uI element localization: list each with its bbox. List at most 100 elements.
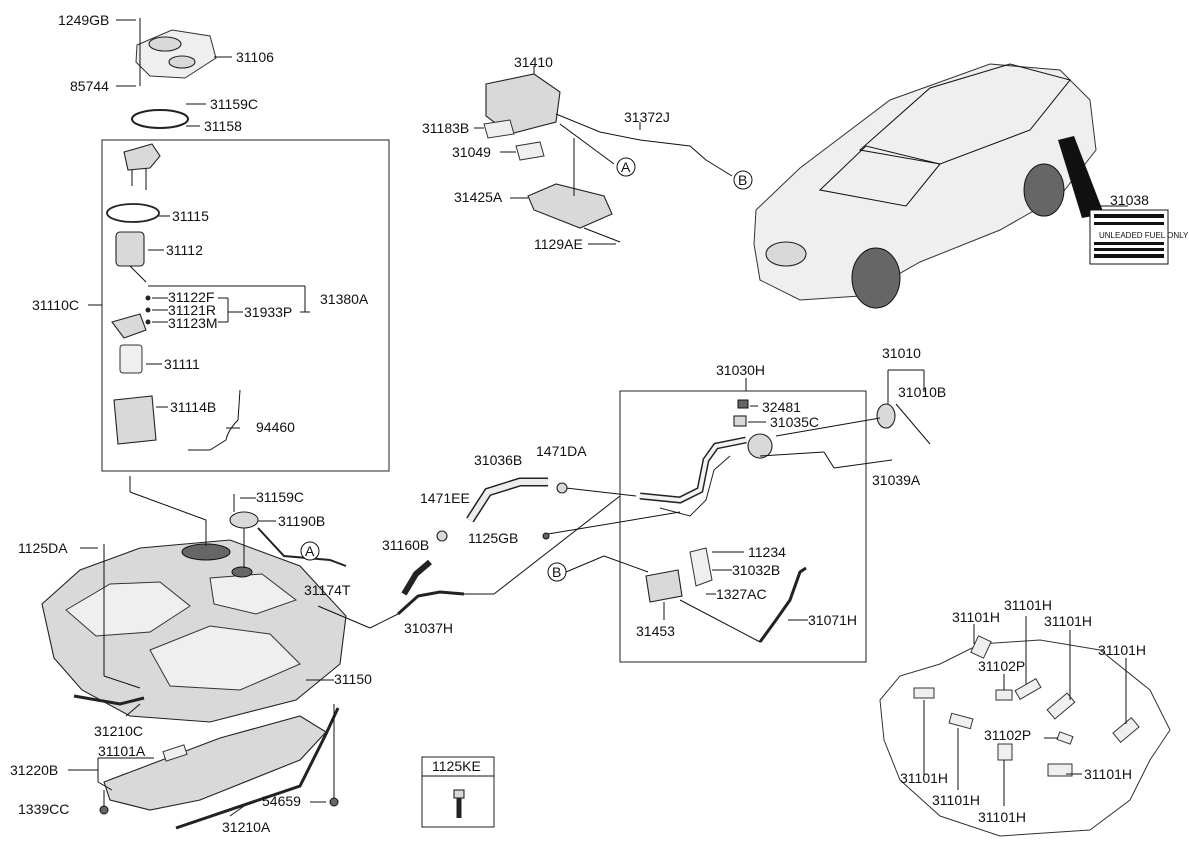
label-31425A: 31425A [454, 189, 503, 205]
reservoir-31114B [113, 395, 157, 445]
label-31101H-4: 31101H [1098, 642, 1146, 658]
label-1339CC: 1339CC [18, 801, 69, 817]
label-1471EE: 1471EE [420, 490, 470, 506]
label-31114B: 31114B [170, 399, 216, 415]
filler-pipe [639, 436, 747, 504]
cap-31190B [229, 511, 259, 529]
label-31032B: 31032B [732, 562, 780, 578]
label-31110C: 31110C [32, 297, 79, 313]
label-1125GB: 1125GB [468, 530, 518, 546]
label-31101H-3: 31101H [1044, 613, 1092, 629]
pump-cover-hole-b [168, 55, 196, 69]
label-31101H-6: 31101H [1084, 766, 1132, 782]
hose-31037H [396, 590, 465, 616]
label-31071H: 31071H [808, 612, 857, 628]
gasket-31158 [131, 109, 189, 129]
label-31035C: 31035C [770, 414, 819, 430]
label-31038: 31038 [1110, 192, 1149, 208]
label-1249GB: 1249GB [58, 12, 109, 28]
regulator [111, 313, 147, 339]
tank-pump-opening [181, 543, 231, 561]
label-31102P-1: 31102P [978, 658, 1025, 674]
label-31101H-8: 31101H [978, 809, 1026, 825]
fuel-label-text: UNLEADED FUEL ONLY [1099, 231, 1189, 240]
label-31190B: 31190B [278, 513, 325, 529]
label-1327AC: 1327AC [716, 586, 767, 602]
pad-31183B [483, 119, 515, 139]
label-31010B: 31010B [898, 384, 946, 400]
car-wheel-rear [1023, 163, 1065, 217]
label-31150: 31150 [334, 671, 372, 687]
label-54659: 54659 [262, 793, 301, 809]
label-31174T: 31174T [304, 582, 351, 598]
label-31453: 31453 [636, 623, 675, 639]
label-85744: 85744 [70, 78, 109, 94]
label-31380A: 31380A [320, 291, 369, 307]
label-31115: 31115 [172, 208, 209, 224]
label-31101H-1: 31101H [952, 609, 1000, 625]
label-31210C: 31210C [94, 723, 143, 739]
ref-circle-B2 [547, 562, 567, 582]
label-31101H-7: 31101H [932, 792, 980, 808]
label-31158: 31158 [204, 118, 242, 134]
filter-31112 [115, 231, 145, 267]
hose-31160B [401, 559, 432, 596]
label-31101H-5: 31101H [900, 770, 948, 786]
label-31101A: 31101A [98, 743, 146, 759]
bolt-box-1125KE: 1125KE [421, 756, 495, 828]
hose-31071H [758, 566, 807, 643]
fuel-pump-group: 1249GB 85744 31106 31159C 31158 31115 31… [32, 12, 390, 472]
label-31102P-2: 31102P [984, 727, 1031, 743]
label-31220B: 31220B [10, 762, 58, 778]
ref-circle-B1 [733, 170, 753, 190]
pump-motor-31111 [119, 344, 143, 374]
car-illustration: UNLEADED FUEL ONLY 31038 [753, 63, 1189, 309]
fuel-tank-group: A 31159C 31190B 31174T 1125DA 31150 3121… [10, 476, 399, 835]
label-31122F: 31122F [168, 289, 214, 305]
label-31049: 31049 [452, 144, 491, 160]
label-32481: 32481 [762, 399, 801, 415]
ref-label-B2: B [552, 564, 561, 580]
pump-cover-hole-a [148, 36, 182, 52]
label-31210A: 31210A [222, 819, 271, 835]
label-31030H: 31030H [716, 362, 765, 378]
ref-label-B1: B [738, 172, 747, 188]
pump-cover-31106 [135, 29, 217, 79]
label-31159C-mid: 31159C [256, 489, 304, 505]
label-1129AE: 1129AE [534, 236, 583, 252]
fuel-tank-31150 [41, 539, 347, 723]
module-31453 [645, 569, 683, 603]
label-31037H: 31037H [404, 620, 453, 636]
label-94460: 94460 [256, 419, 295, 435]
label-31123M: 31123M [168, 315, 218, 331]
filler-neck-group: B 31010 31010B 31030H 32481 31035C 31039… [382, 345, 946, 663]
label-31183B: 31183B [422, 120, 469, 136]
tank-outline-right [879, 639, 1171, 837]
label-31159C-top: 31159C [210, 96, 258, 112]
sender-94460 [188, 389, 241, 451]
filler-neck-frame [619, 390, 867, 663]
strap-31210C [73, 694, 145, 706]
canister-group: A B 31410 31183B 31049 31372J 31425A 112… [422, 54, 753, 252]
label-31372J: 31372J [624, 109, 670, 125]
pump-flange [123, 143, 161, 171]
ref-label-A2: A [305, 543, 315, 559]
shield-31220B [103, 715, 327, 811]
fuel-door-pointer [1058, 136, 1104, 218]
label-11234: 11234 [748, 544, 786, 560]
label-31160B: 31160B [382, 537, 429, 553]
label-31111: 31111 [164, 356, 200, 372]
car-windshield [818, 145, 941, 207]
label-31933P: 31933P [244, 304, 292, 320]
hose-31372J [555, 113, 707, 161]
tank-label-layout: 31101H 31101H 31101H 31101H 31102P 31102… [879, 597, 1171, 837]
label-31112: 31112 [166, 242, 203, 258]
label-31036B: 31036B [474, 452, 522, 468]
label-31010: 31010 [882, 345, 921, 361]
label-1471DA: 1471DA [536, 443, 587, 459]
oring-31115 [106, 203, 160, 223]
label-1125KE: 1125KE [432, 758, 481, 774]
car-grille [765, 241, 807, 267]
strap-31210A [175, 707, 340, 830]
